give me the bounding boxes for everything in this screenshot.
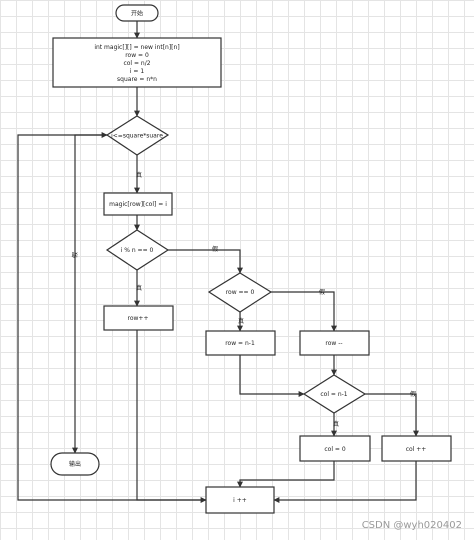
- no-label-loop: 假: [71, 252, 79, 258]
- col-inc-box: [381, 435, 452, 462]
- assign-label: magic[row][col] = i: [109, 201, 167, 208]
- row-dec-label: row --: [325, 340, 342, 347]
- yes-label-row: 真: [238, 317, 244, 325]
- row-condition-label: row == 0: [226, 289, 255, 296]
- start-label: 开始: [131, 10, 143, 18]
- start-node: [115, 4, 159, 22]
- edge-iinc-loop: [17, 132, 206, 501]
- col-inc-label: col ++: [406, 446, 427, 453]
- init-line-2: row = 0: [125, 52, 149, 59]
- i-inc-box: [205, 486, 275, 514]
- edge-colzero-iinc: [237, 461, 335, 488]
- row-inc-box: [103, 305, 174, 331]
- loop-condition-label: i<=square*suare: [111, 133, 163, 140]
- row-condition-diamond: [207, 272, 273, 313]
- col-zero-box: [299, 435, 371, 462]
- no-label-mod: 假: [212, 245, 218, 253]
- row-inc-label: row++: [128, 315, 149, 322]
- loop-condition-diamond: [105, 115, 170, 156]
- row-set-label: row = n-1: [225, 340, 255, 347]
- init-line-5: square = n*n: [117, 76, 157, 83]
- edge-condcol-colinc: [365, 393, 419, 437]
- init-line-3: col = n/2: [123, 60, 150, 67]
- assign-box: [103, 192, 173, 216]
- edge-mod-condrow: [168, 249, 243, 274]
- yes-label-loop: 真: [136, 171, 142, 179]
- init-line-4: i = 1: [130, 68, 145, 75]
- edge-rowinc-iinc: [136, 330, 207, 503]
- row-dec-box: [299, 330, 370, 356]
- i-inc-label: i ++: [233, 497, 247, 504]
- col-zero-label: col = 0: [324, 446, 345, 453]
- edge-colinc-iinc: [273, 461, 417, 503]
- mod-condition-label: i % n == 0: [121, 247, 154, 254]
- output-node: [50, 452, 100, 476]
- yes-label-col: 真: [333, 420, 339, 428]
- watermark: CSDN @wyh020402: [362, 520, 462, 531]
- init-box: [52, 37, 222, 88]
- edge-rowset-condcol: [239, 355, 305, 397]
- mod-condition-diamond: [105, 229, 170, 271]
- edge-loop-output: [72, 134, 107, 454]
- row-set-box: [205, 330, 276, 356]
- col-condition-label: col = n-1: [320, 391, 347, 398]
- no-label-col: 假: [410, 390, 416, 398]
- output-label: 输出: [69, 460, 81, 468]
- yes-label-mod: 真: [136, 284, 142, 292]
- init-line-1: int magic[][] = new int[n][n]: [94, 44, 179, 51]
- col-condition-diamond: [302, 374, 367, 414]
- edge-condrow-rowdec: [271, 291, 337, 332]
- no-label-row: 假: [319, 288, 325, 296]
